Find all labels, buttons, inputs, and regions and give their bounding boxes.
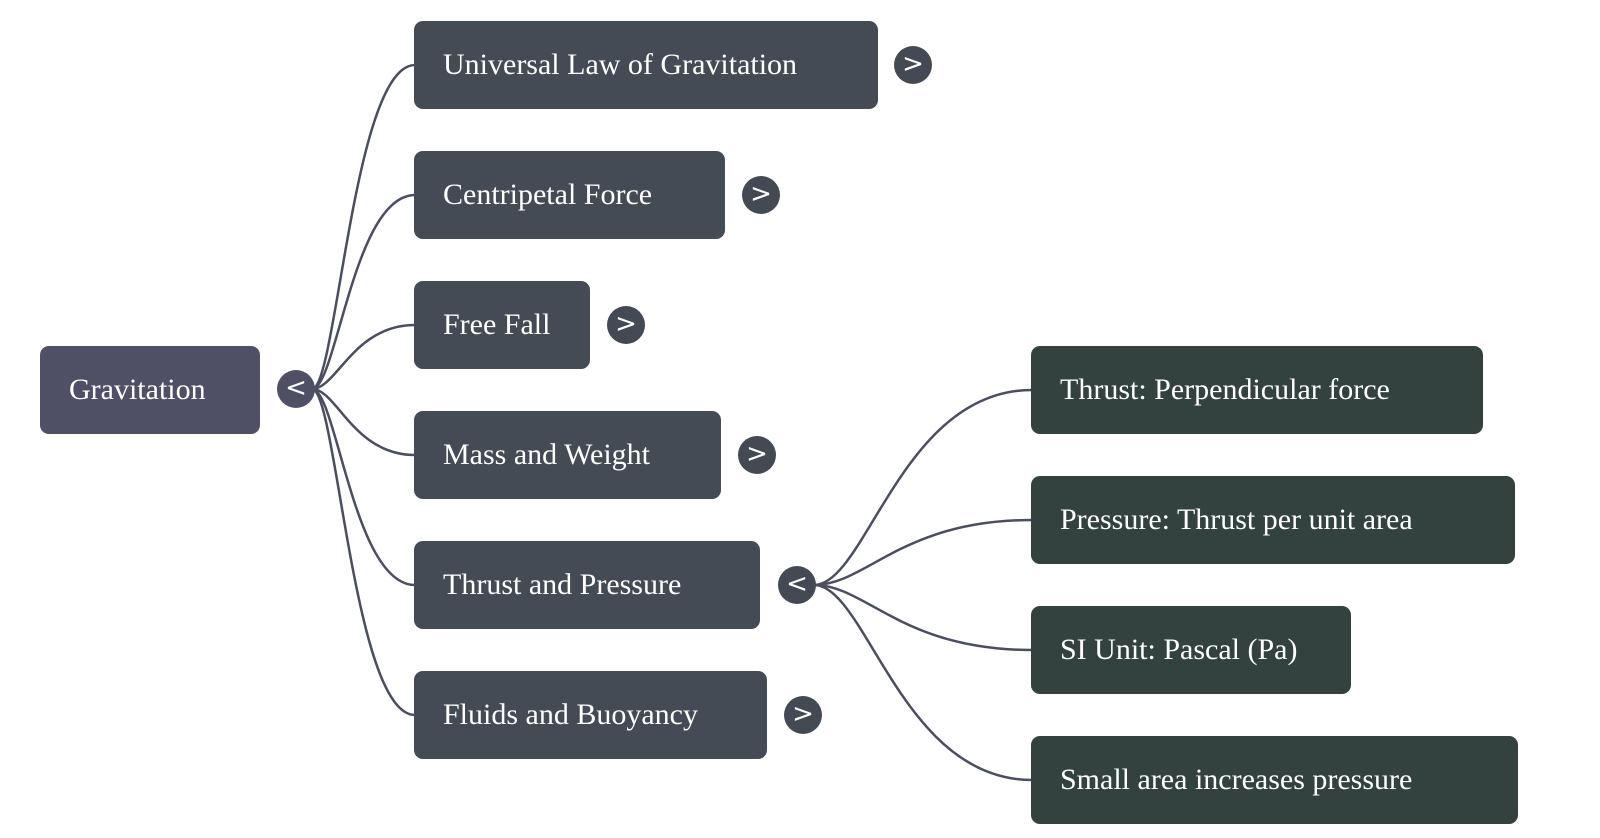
node-pressure-thrust-per-unit-area[interactable]: Pressure: Thrust per unit area [1031, 476, 1515, 564]
collapse-root-toggle-icon[interactable]: < [277, 370, 315, 408]
node-universal-law-of-gravitation[interactable]: Universal Law of Gravitation [414, 21, 878, 109]
link-thrust-child-2 [813, 583, 1033, 652]
node-thrust-and-pressure[interactable]: Thrust and Pressure [414, 541, 760, 629]
link-root-child-2 [311, 323, 416, 391]
node-centripetal-force[interactable]: Centripetal Force [414, 151, 725, 239]
link-root-child-4 [311, 387, 416, 587]
expand-toggle-icon[interactable]: > [894, 46, 932, 84]
expand-toggle-icon[interactable]: > [742, 176, 780, 214]
link-thrust-child-1 [813, 518, 1033, 587]
link-root-child-0 [311, 63, 416, 391]
expand-toggle-icon[interactable]: > [607, 306, 645, 344]
link-root-child-1 [311, 193, 416, 391]
collapse-toggle-icon[interactable]: < [778, 566, 816, 604]
link-root-child-5 [311, 387, 416, 717]
node-thrust-perpendicular-force[interactable]: Thrust: Perpendicular force [1031, 346, 1483, 434]
node-si-unit-pascal[interactable]: SI Unit: Pascal (Pa) [1031, 606, 1351, 694]
root-node[interactable]: Gravitation [40, 346, 260, 434]
node-small-area-increases-pressure[interactable]: Small area increases pressure [1031, 736, 1518, 824]
link-thrust-child-0 [813, 388, 1033, 587]
expand-toggle-icon[interactable]: > [738, 436, 776, 474]
node-free-fall[interactable]: Free Fall [414, 281, 590, 369]
node-fluids-and-buoyancy[interactable]: Fluids and Buoyancy [414, 671, 767, 759]
link-root-child-3 [311, 387, 416, 457]
expand-toggle-icon[interactable]: > [784, 696, 822, 734]
link-thrust-child-3 [813, 583, 1033, 782]
node-mass-and-weight[interactable]: Mass and Weight [414, 411, 721, 499]
